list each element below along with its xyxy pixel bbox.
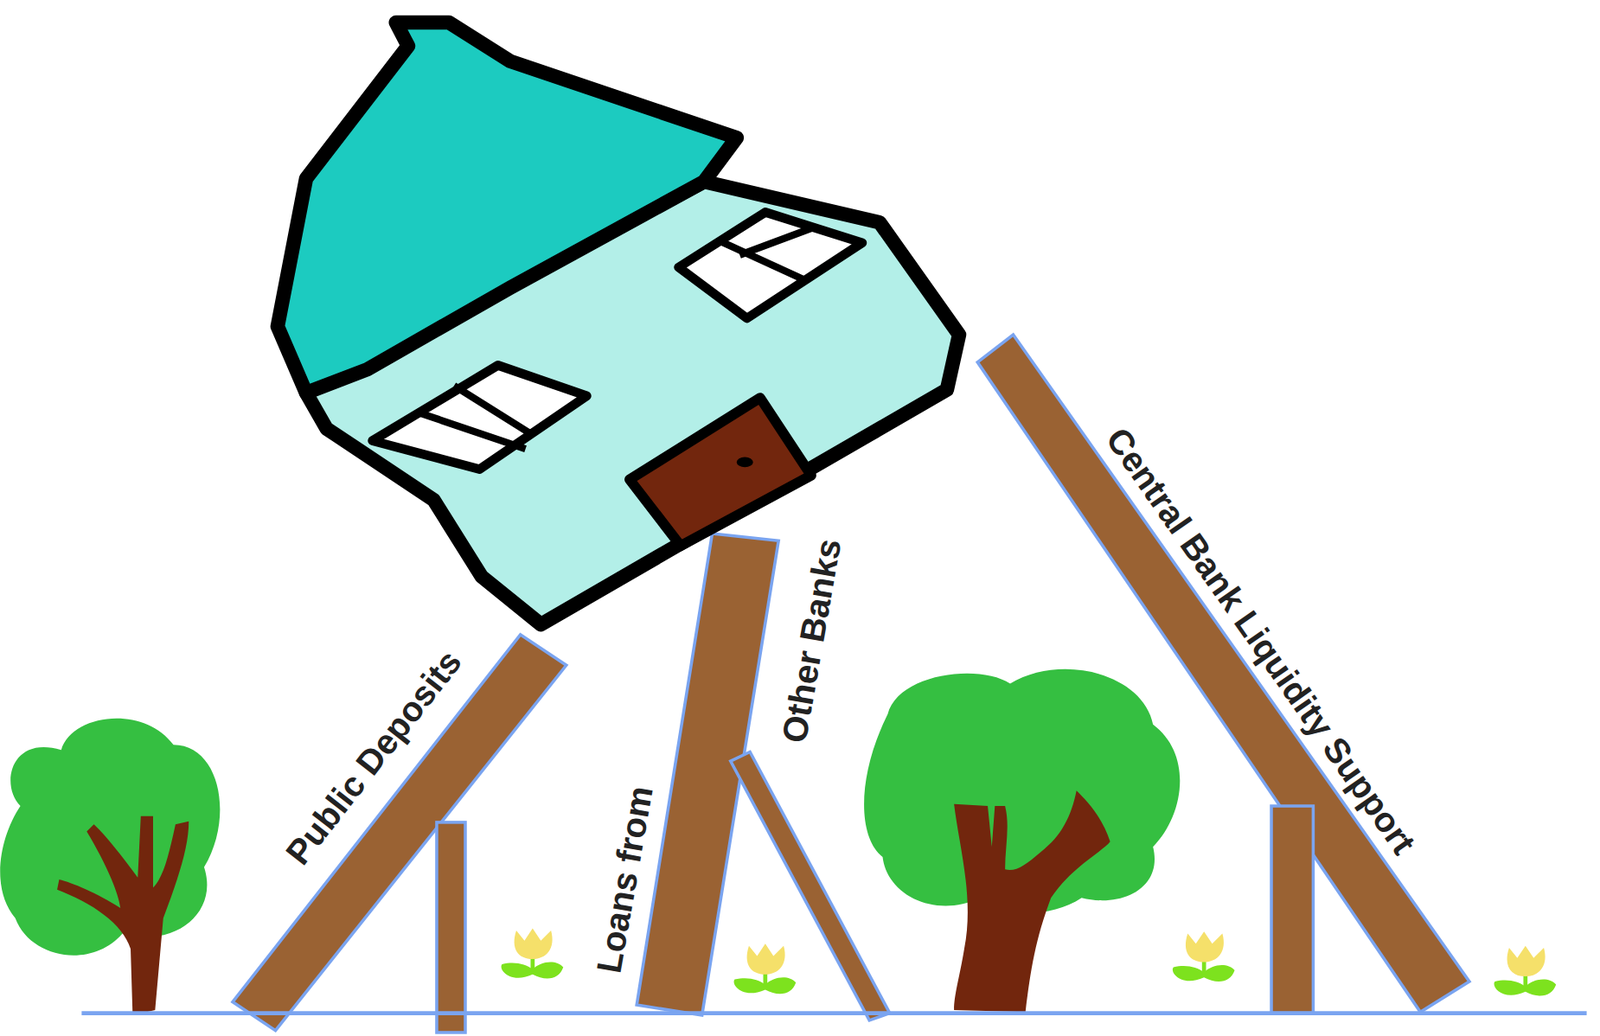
house bbox=[277, 22, 960, 625]
ground-line bbox=[81, 1011, 1587, 1016]
tree bbox=[864, 669, 1180, 1013]
flower bbox=[734, 943, 797, 994]
tree bbox=[0, 718, 220, 1016]
flower bbox=[1494, 946, 1557, 997]
beam-label: Other Banks bbox=[775, 536, 846, 746]
flower bbox=[1172, 931, 1236, 982]
flower bbox=[501, 928, 564, 980]
